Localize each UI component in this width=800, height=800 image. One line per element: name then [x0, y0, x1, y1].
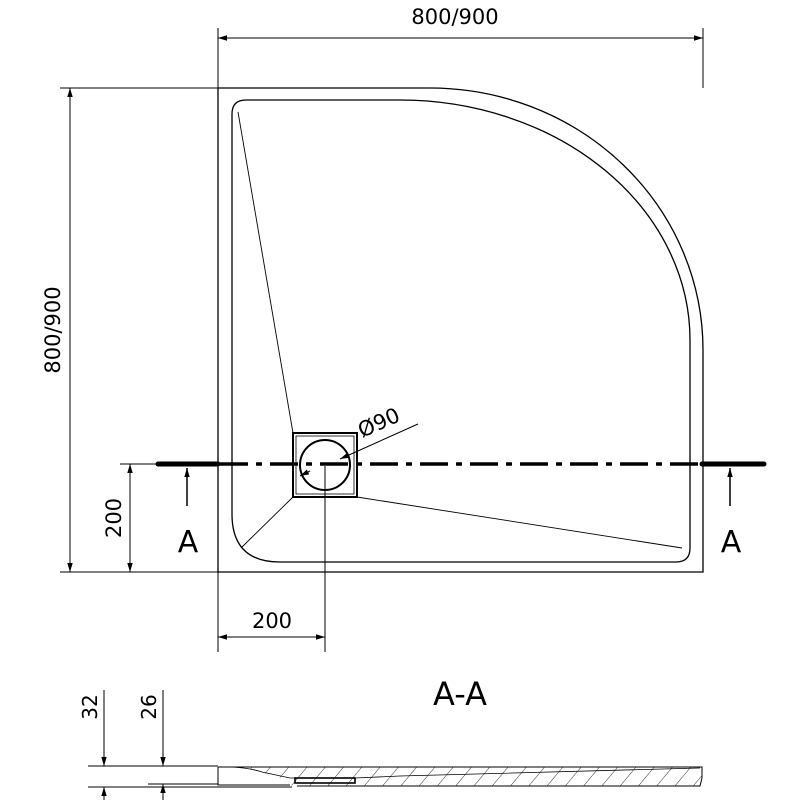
drain-diameter-dimension: Ø90 [354, 403, 403, 443]
drain-offset-y-dimension: 200 [102, 498, 126, 538]
slope-line [356, 496, 683, 549]
total-height-dimension: 32 [78, 694, 102, 719]
section-drain [294, 777, 356, 784]
section-view [88, 690, 703, 800]
section-marker-left: A [178, 525, 199, 560]
drain-offset-x-dimension: 200 [252, 609, 292, 633]
edge-height-dimension: 26 [137, 694, 161, 719]
tray-outline [217, 87, 704, 573]
depth-dimension: 800/900 [41, 286, 65, 373]
section-marker-right: A [721, 525, 742, 560]
tray-plan-view [217, 87, 704, 573]
section-title: A-A [433, 675, 487, 713]
width-dimension: 800/900 [411, 5, 498, 29]
tray-inner-outline [231, 99, 691, 563]
section-line-a-a [155, 461, 767, 506]
dimension-lines [60, 28, 704, 652]
slope-line [240, 496, 294, 549]
slope-line [237, 111, 294, 434]
